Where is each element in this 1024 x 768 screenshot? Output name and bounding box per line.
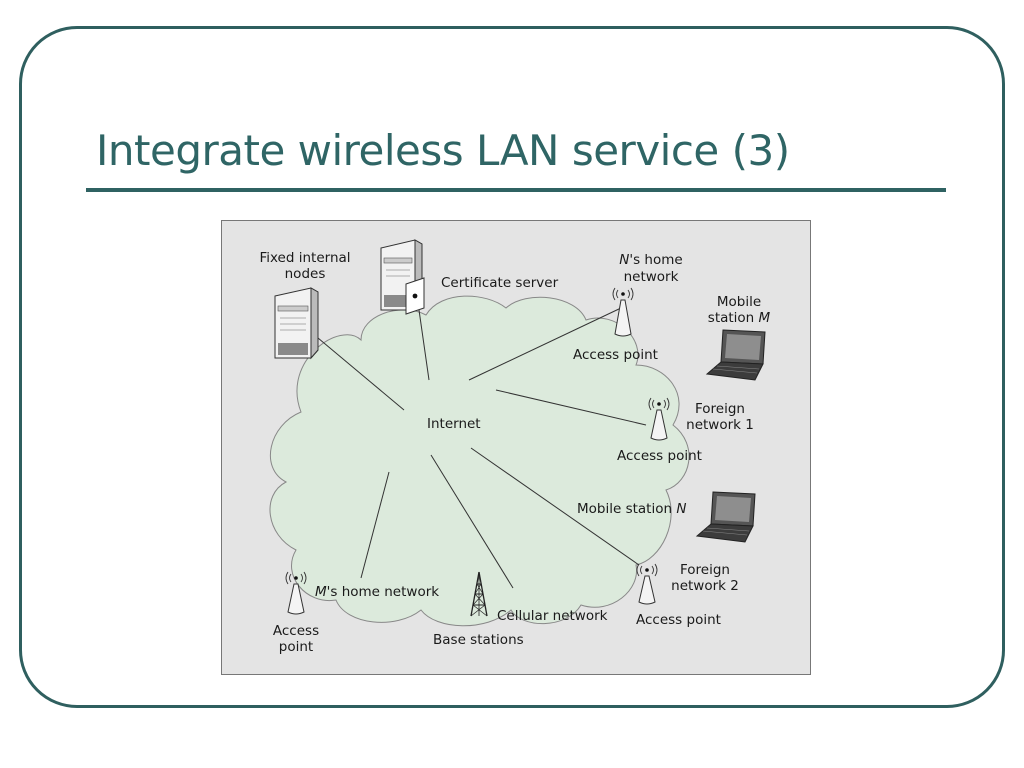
n-home-network-label-line2: network [624, 269, 679, 285]
mobile-station-n-laptop-icon [695, 491, 756, 543]
link-foreign2 [470, 447, 640, 566]
mobile-station-m-label-line2: station M [708, 310, 771, 326]
m-home-network-label: M's home network [315, 584, 439, 600]
m-home-m-italic: M [315, 584, 327, 600]
fixed-node-server-icon [274, 287, 319, 360]
link-m-home [360, 471, 390, 579]
m-home-access-point-antenna-icon [285, 571, 307, 615]
link-cellular [430, 454, 514, 589]
certificate-server-label: Certificate server [441, 275, 559, 291]
foreign-network2-label-line1: Foreign [680, 562, 730, 578]
n-home-network-label-line1: N's home [619, 252, 682, 268]
foreign-network1-label-line1: Foreign [695, 401, 745, 417]
fixed-nodes-label-line1: Fixed internal [259, 250, 350, 266]
n-home-access-point-antenna-icon [612, 287, 634, 337]
foreign1-access-point-antenna-icon [648, 397, 670, 441]
base-stations-label: Base stations [433, 632, 524, 648]
mobile-station-n-label: Mobile station N [577, 501, 686, 517]
title-divider [86, 188, 946, 192]
internet-label: Internet [427, 416, 481, 432]
mobile-n-station-text: Mobile station [577, 501, 676, 517]
n-home-n-italic: N [619, 252, 629, 268]
link-fixed-nodes [317, 337, 405, 411]
access-point-left-label-line2: point [279, 639, 313, 655]
access-point-mid-label: Access point [617, 448, 702, 464]
access-point-bottom-label: Access point [636, 612, 721, 628]
mobile-station-m-laptop-icon [705, 329, 766, 381]
access-point-top-label: Access point [573, 347, 658, 363]
mobile-m-station-text: station [708, 310, 759, 326]
link-n-home [468, 307, 622, 381]
foreign-network1-label-line2: network 1 [686, 417, 754, 433]
m-home-suffix: 's home network [327, 584, 440, 600]
foreign-network2-label-line2: network 2 [671, 578, 739, 594]
fixed-nodes-label-line2: nodes [285, 266, 326, 282]
slide-frame [19, 26, 1005, 708]
slide-title: Integrate wireless LAN service (3) [96, 126, 790, 175]
certificate-icon [405, 277, 425, 315]
access-point-left-label-line1: Access [273, 623, 319, 639]
n-home-suffix: 's home [629, 252, 682, 268]
network-diagram: Fixed internal nodes Certificate server … [221, 220, 811, 675]
mobile-n-italic: N [676, 501, 686, 517]
cellular-network-label: Cellular network [497, 608, 608, 624]
cell-tower-icon [470, 571, 488, 617]
link-cert-server [418, 309, 430, 381]
mobile-m-italic: M [759, 310, 771, 326]
foreign2-access-point-antenna-icon [636, 563, 658, 605]
mobile-station-m-label-line1: Mobile [717, 294, 761, 310]
link-foreign1 [495, 389, 647, 426]
connection-lines [317, 307, 647, 589]
